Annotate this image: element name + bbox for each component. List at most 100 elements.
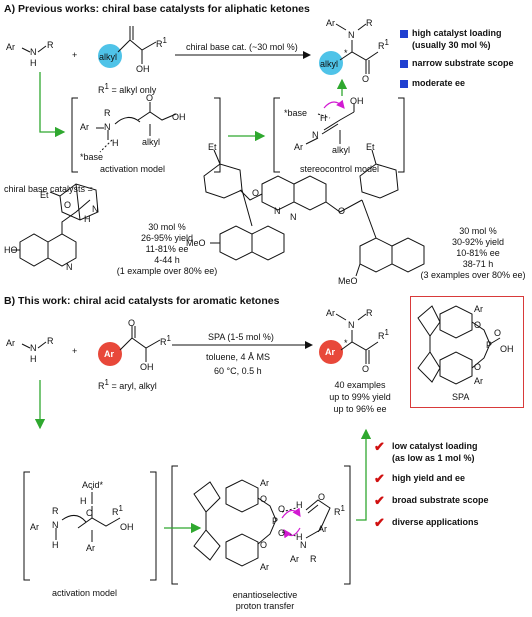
cat2-stats-1: 30 mol % [459, 226, 497, 236]
cat2-et-left: Et [208, 142, 217, 152]
amine-a-h: H [30, 58, 37, 68]
b-am-h2: H [52, 540, 59, 550]
aryl-highlight-b [98, 342, 122, 366]
am-a-base: *base [80, 152, 104, 162]
ketone-a-alkyl: alkyl [99, 52, 118, 62]
ts-ar-top: Ar [260, 478, 269, 488]
ts-magenta-arrow-1 [281, 507, 301, 519]
amine-a-bond-1 [21, 47, 31, 53]
product-b-star: * [344, 338, 348, 348]
ts-phosphate [257, 497, 277, 545]
sm-a-n: N [312, 130, 319, 140]
b-am-r: R [52, 506, 59, 516]
cat2-link-left-down [241, 189, 253, 227]
r1-note-b: R1 = aryl, alkyl [98, 378, 157, 391]
product-a-alkyl: alkyl [320, 59, 339, 69]
spa-o-1: O [474, 320, 482, 330]
ts-h-1: H [296, 500, 303, 510]
amine-a-r: R [47, 40, 54, 50]
product-b-ar: Ar [326, 308, 335, 318]
amine-a-bond-2 [37, 45, 47, 53]
arrow-b-bot: 60 °C, 0.5 h [214, 366, 262, 376]
sm-a-ar: Ar [294, 142, 303, 152]
amine-b-h: H [30, 354, 37, 364]
b-activation-model-label: activation model [52, 588, 118, 598]
cat1-bridge [75, 183, 81, 221]
section-a-title: A) Previous works: chiral base catalysts… [4, 3, 310, 15]
cat1-stats-2: 26-95% yield [140, 233, 194, 243]
activation-bracket-right [214, 97, 221, 173]
cat2-stats-5: (3 examples over 80% ee) [420, 270, 526, 280]
activation-model-a-label: activation model [100, 164, 166, 174]
cat1-stats-3: 11-81% ee [145, 244, 189, 254]
cat2-n-2: N [290, 212, 297, 222]
amine-b-ar: Ar [6, 338, 15, 348]
cat2-phthalazine-ring-a [261, 175, 295, 211]
product-a-o: O [362, 74, 370, 84]
spa-aryl-top [439, 305, 473, 339]
cat1-quinoline-ring-a [19, 233, 49, 267]
cat2-meo-right: MeO [338, 276, 358, 286]
amine-b-r: R [47, 336, 54, 346]
ts-label-2: proton transfer [235, 601, 295, 611]
cat2-stats-4: 38-71 h [462, 259, 494, 269]
ts-substrate [305, 499, 331, 539]
stereo-bracket-left [273, 97, 280, 173]
product-a-skeleton [339, 51, 379, 61]
b-am-h: H [80, 496, 87, 506]
bullet-text-1b: (usually 30 mol %) [412, 40, 491, 50]
cat1-stats-1: 30 mol % [148, 222, 186, 232]
spa-label: SPA [452, 392, 470, 402]
cat2-n-1: N [274, 206, 281, 216]
cat2-et-right: Et [366, 142, 375, 152]
am-a-skeleton [137, 111, 177, 121]
cat1-h: H [84, 214, 91, 224]
amine-a-ar: Ar [6, 42, 15, 52]
ts-r: R [310, 554, 317, 564]
cat2-et-right [371, 149, 377, 165]
product-a-star: * [344, 48, 348, 58]
cat2-link-right-down [361, 199, 377, 239]
cat2-quinoline-right-a [359, 237, 393, 273]
result-3: up to 96% ee [333, 404, 387, 414]
spa-p-o [489, 337, 501, 345]
cat2-link-right [325, 199, 363, 213]
product-a-r: R [366, 18, 373, 28]
plus-a: + [72, 50, 78, 60]
ts-magenta-arrow-2 [283, 527, 301, 539]
ketone-a-r1: R1 [156, 36, 167, 49]
b-am-curve [61, 515, 87, 523]
sm-a-magenta-arrow [323, 99, 345, 109]
ts-n: N [300, 540, 307, 550]
b-am-oh: OH [120, 522, 134, 532]
result-1: 40 examples [334, 380, 386, 390]
amine-b-bond-2 [37, 341, 47, 349]
sm-a-skeleton [323, 111, 355, 131]
cat1-et: Et [40, 190, 49, 200]
b-ts-bracket-left [171, 465, 178, 585]
section-b-title: B) This work: chiral acid catalysts for … [4, 295, 280, 307]
spa-oh: OH [500, 344, 514, 354]
amine-b-n: N [30, 343, 37, 353]
ketone-b-ar: Ar [104, 349, 115, 359]
sm-a-base: *base [284, 108, 308, 118]
result-2: up to 99% yield [329, 392, 391, 402]
b-am-acid: Acid* [82, 480, 104, 490]
am-a-oh: OH [172, 112, 186, 122]
ketone-b-o: O [128, 318, 136, 328]
green-arrow-a-down [39, 72, 66, 138]
check-icon-3: ✔ [374, 493, 385, 508]
check-icon-4: ✔ [374, 515, 385, 530]
b-am-r1: R1 [112, 504, 123, 517]
spa-indane-top [417, 305, 441, 337]
spa-o-3: O [494, 328, 502, 338]
cat2-meo-left: MeO [186, 238, 206, 248]
bullet-2 [400, 60, 408, 68]
cat1-linker [61, 199, 91, 234]
ts-h-2: H [296, 532, 303, 542]
bullet-1 [400, 30, 408, 38]
r1-note-a: R1 = alkyl only [98, 82, 157, 95]
cat2-o-right: O [338, 206, 346, 216]
spa-ar-bottom: Ar [474, 376, 483, 386]
am-a-curve [114, 117, 141, 125]
